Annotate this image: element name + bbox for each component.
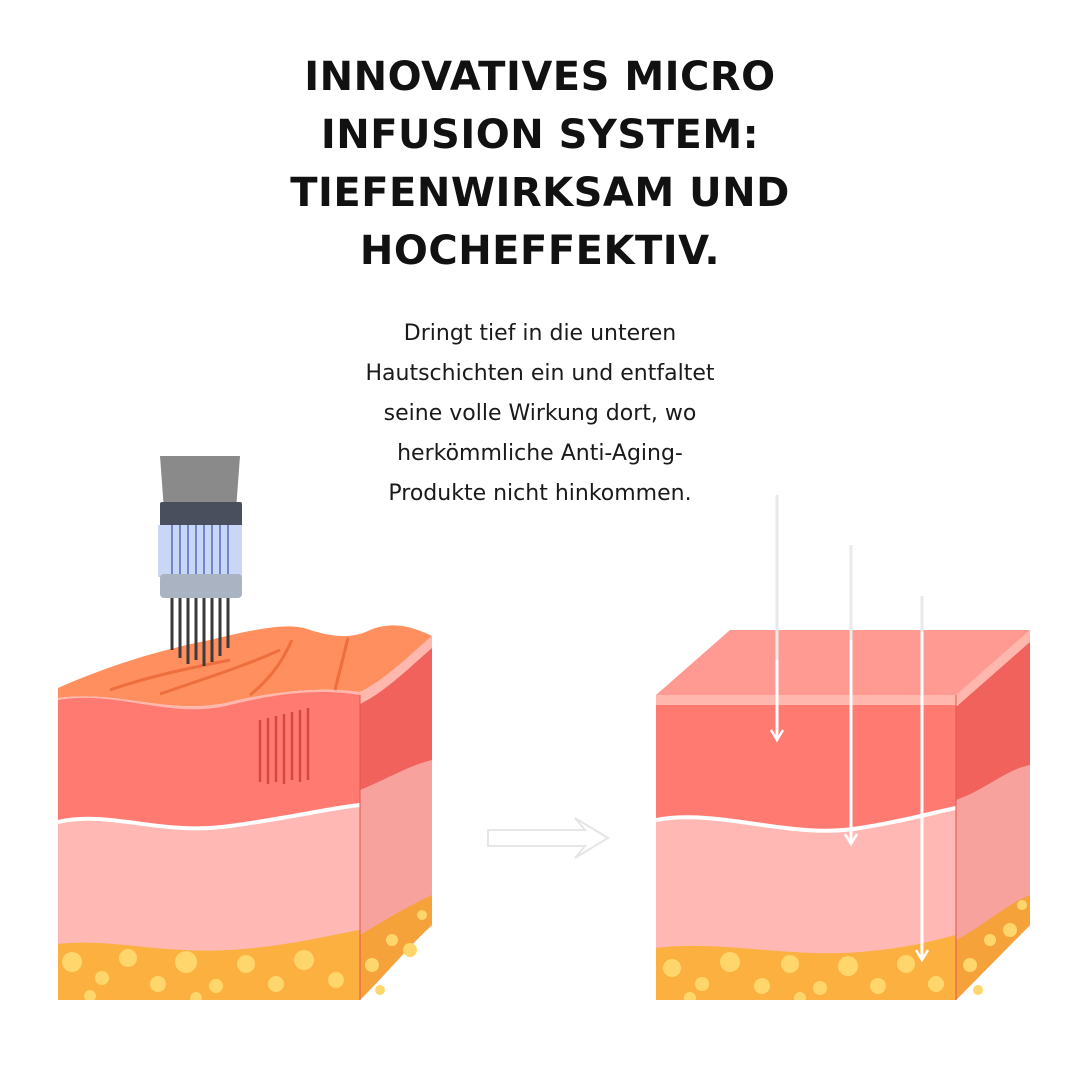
description-line-4: herkömmliche Anti-Aging- xyxy=(397,441,683,466)
headline: INNOVATIVES MICRO INFUSION SYSTEM: TIEFE… xyxy=(0,48,1080,280)
device-cap xyxy=(160,456,240,510)
arrow-down-icon xyxy=(769,495,785,743)
description-line-3: seine volle Wirkung dort, wo xyxy=(383,401,697,426)
device-body xyxy=(158,525,242,577)
description-line-5: Produkte nicht hinkommen. xyxy=(388,481,692,506)
headline-line-4: HOCHEFFEKTIV. xyxy=(359,228,721,274)
arrow-right-icon xyxy=(487,817,610,859)
headline-line-2: INFUSION SYSTEM: xyxy=(320,112,760,158)
description: Dringt tief in die unteren Hautschichten… xyxy=(0,314,1080,514)
right-block-top xyxy=(656,630,1030,695)
right-skin-block xyxy=(656,630,1030,1000)
penetration-arrows xyxy=(769,495,930,963)
headline-line-3: TIEFENWIRKSAM UND xyxy=(290,170,790,216)
description-line-1: Dringt tief in die unteren xyxy=(403,321,677,346)
needles xyxy=(170,598,230,666)
arrow-down-icon xyxy=(914,596,930,963)
microneedle-device xyxy=(158,456,242,666)
left-skin-block xyxy=(58,625,432,1000)
headline-line-1: INNOVATIVES MICRO xyxy=(304,54,776,100)
description-line-2: Hautschichten ein und entfaltet xyxy=(365,361,715,386)
arrow-down-icon xyxy=(843,545,859,847)
